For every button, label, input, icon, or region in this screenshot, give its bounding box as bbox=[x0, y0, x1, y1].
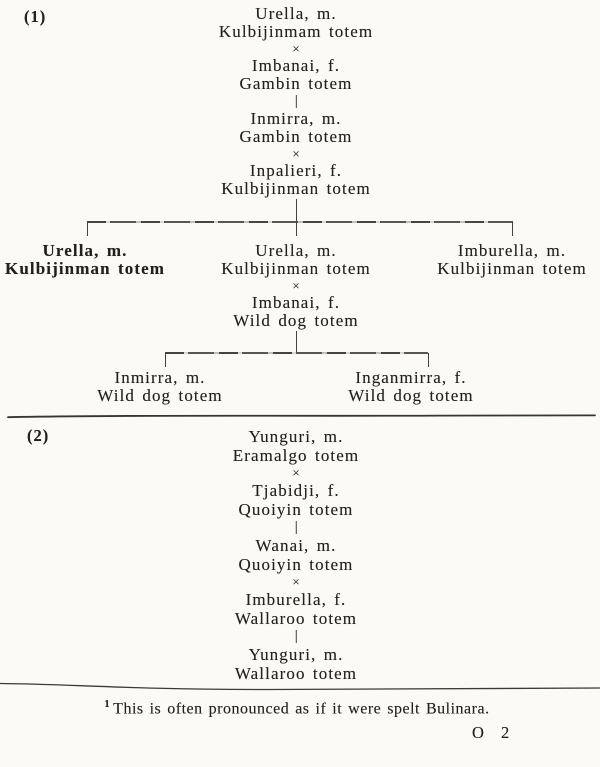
person-name: Inganmirra, f. bbox=[355, 368, 467, 387]
section-2-label: (2) bbox=[27, 426, 50, 445]
person-totem: Quoiyin totem bbox=[238, 555, 354, 574]
person-name: Inmirra, m. bbox=[250, 109, 342, 128]
person-totem: Wallaroo totem bbox=[234, 664, 358, 683]
pedigree-1-child-left: Urella, m. Kulbijinman totem bbox=[5, 242, 165, 278]
person-name: Urella, m. bbox=[42, 241, 128, 260]
person-name: Imbanai, f. bbox=[251, 56, 341, 75]
person-name: Imburella, f. bbox=[245, 590, 347, 609]
person-name: Imbanai, f. bbox=[251, 293, 341, 312]
branch-drop bbox=[164, 353, 166, 367]
descent-connector bbox=[295, 199, 297, 221]
person-totem: Gambin totem bbox=[239, 74, 353, 93]
section-divider-rule bbox=[7, 414, 596, 419]
section-1-label: (1) bbox=[24, 7, 47, 26]
person-totem: Kulbijinman totem bbox=[437, 259, 587, 278]
branch-drop bbox=[427, 353, 429, 367]
person-name: Urella, m. bbox=[255, 241, 337, 260]
branch-drop bbox=[511, 222, 513, 236]
descent-connector bbox=[295, 630, 297, 643]
sibling-branch-line bbox=[165, 352, 428, 354]
printers-signature: O 2 bbox=[472, 723, 511, 742]
person-name: Inpalieri, f. bbox=[249, 161, 343, 180]
person-name: Inmirra, m. bbox=[114, 368, 206, 387]
person-totem: Gambin totem bbox=[239, 127, 353, 146]
person-name: Tjabidji, f. bbox=[252, 481, 340, 500]
footnote-rule bbox=[0, 682, 600, 691]
marriage-cross: × bbox=[292, 41, 300, 56]
descent-connector bbox=[295, 95, 297, 108]
branch-drop bbox=[295, 222, 297, 236]
pedigree-1-grandchild-left: Inmirra, m. Wild dog totem bbox=[97, 369, 222, 405]
marriage-cross: × bbox=[292, 465, 300, 480]
branch-drop bbox=[86, 222, 88, 236]
pedigree-1-top-chain: Urella, m. Kulbijinmam totem × Imbanai, … bbox=[219, 5, 373, 198]
person-totem: Wild dog totem bbox=[97, 386, 223, 405]
person-name: Wanai, m. bbox=[255, 536, 337, 555]
pedigree-1-child-middle: Urella, m. Kulbijinman totem × Imbanai, … bbox=[221, 242, 371, 330]
person-name: Urella, m. bbox=[255, 4, 337, 23]
footnote-marker: 1 bbox=[104, 699, 111, 710]
person-totem: Wild dog totem bbox=[233, 311, 359, 330]
person-name: Yunguri, m. bbox=[248, 645, 344, 664]
person-totem: Kulbijinman totem bbox=[221, 179, 371, 198]
person-totem: Wallaroo totem bbox=[234, 609, 358, 628]
person-totem: Wild dog totem bbox=[348, 386, 474, 405]
person-totem: Kulbijinmam totem bbox=[218, 22, 374, 41]
person-totem: Kulbijinman totem bbox=[221, 259, 371, 278]
descent-connector bbox=[295, 521, 297, 534]
marriage-cross: × bbox=[292, 574, 300, 589]
person-name: Yunguri, m. bbox=[248, 427, 344, 446]
pedigree-1-grandchild-right: Inganmirra, f. Wild dog totem bbox=[348, 369, 473, 405]
descent-connector bbox=[295, 331, 297, 352]
marriage-cross: × bbox=[292, 278, 300, 293]
person-totem: Quoiyin totem bbox=[238, 500, 354, 519]
sibling-branch-line bbox=[87, 221, 513, 223]
marriage-cross: × bbox=[292, 146, 300, 161]
pedigree-1-child-right: Imburella, m. Kulbijinman totem bbox=[437, 242, 587, 278]
person-name: Imburella, m. bbox=[457, 241, 567, 260]
person-totem: Eramalgo totem bbox=[232, 446, 360, 465]
footnote-text: This is often pronounced as if it were s… bbox=[113, 700, 490, 718]
pedigree-2-chain: Yunguri, m. Eramalgo totem × Tjabidji, f… bbox=[233, 427, 359, 683]
person-totem: Kulbijinman totem bbox=[4, 259, 166, 278]
